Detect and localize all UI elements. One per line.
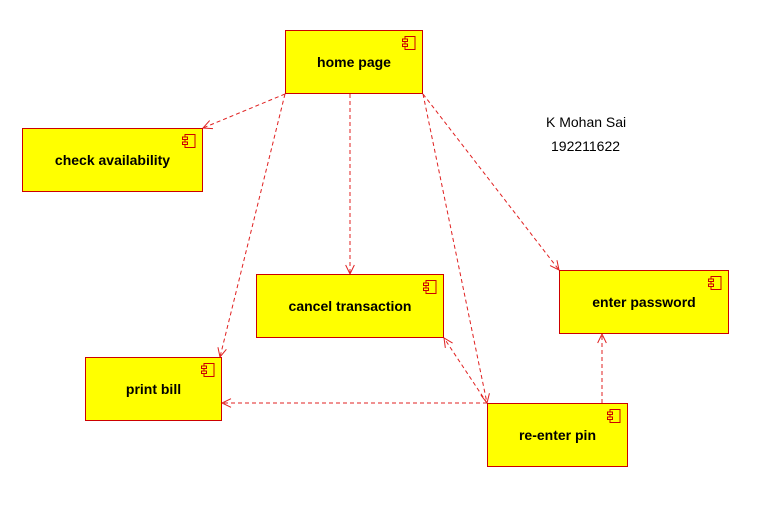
arrowhead-icon (443, 337, 453, 348)
node-check-availability[interactable]: check availability (22, 128, 203, 192)
arrowhead-icon (597, 332, 607, 344)
node-print-bill[interactable]: print bill (85, 357, 222, 421)
node-label: check availability (54, 152, 171, 168)
arrowhead-icon (220, 398, 232, 408)
author-name: K Mohan Sai (546, 114, 627, 130)
node-cancel-transaction[interactable]: cancel transaction (256, 274, 444, 338)
node-home-page[interactable]: home page (285, 30, 423, 94)
dependency-edge (422, 93, 560, 271)
component-icon (402, 36, 416, 50)
dependency-edge (219, 93, 286, 358)
edges-layer (201, 93, 607, 408)
node-label: enter password (592, 294, 696, 310)
dependency-edge (443, 337, 488, 404)
component-icon (607, 409, 621, 423)
arrowhead-icon (201, 120, 214, 130)
arrowhead-icon (480, 393, 490, 405)
node-label: re-enter pin (518, 427, 596, 443)
component-icon (423, 280, 437, 294)
author-id: 192211622 (551, 138, 621, 154)
node-enter-password[interactable]: enter password (559, 270, 729, 334)
component-icon (182, 134, 196, 148)
component-icon (708, 276, 722, 290)
component-icon (201, 363, 215, 377)
dependency-edge (422, 93, 488, 404)
dependency-edge (202, 93, 286, 129)
node-label: home page (317, 54, 391, 70)
node-label: print bill (125, 381, 182, 397)
node-reenter-pin[interactable]: re-enter pin (487, 403, 628, 467)
node-label: cancel transaction (288, 298, 412, 314)
